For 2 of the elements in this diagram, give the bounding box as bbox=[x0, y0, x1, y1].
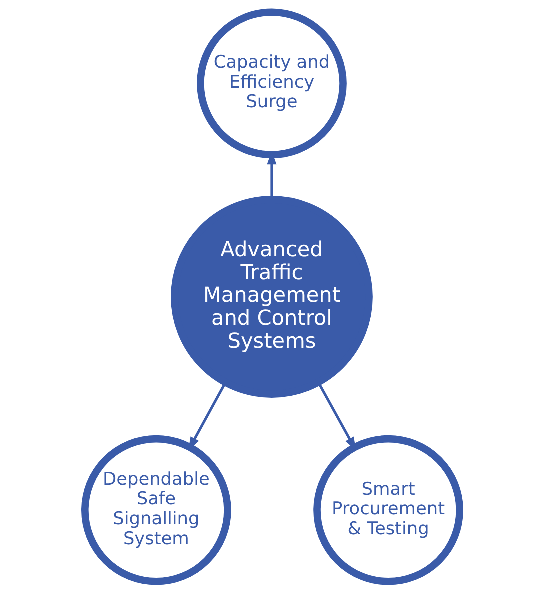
node-circle: Capacity and Efficiency Surge bbox=[196, 8, 346, 159]
node-circle: Advanced Traffic Management and Control Systems bbox=[170, 196, 372, 398]
